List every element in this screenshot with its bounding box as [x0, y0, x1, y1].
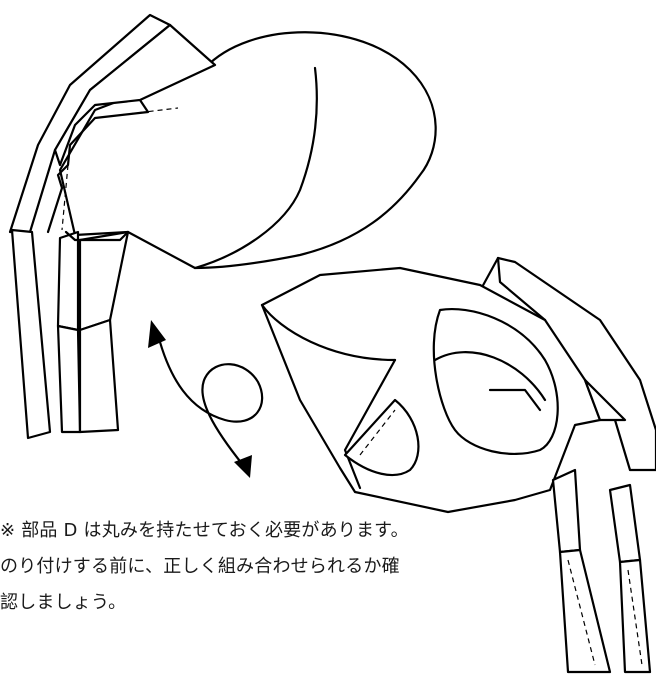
caption-line-2: のり付けする前に、正しく組み合わせられるか確 [0, 556, 400, 577]
instruction-caption: ※ 部品 D は丸みを持たせておく必要があります。 のり付けする前に、正しく組み… [0, 513, 540, 621]
part-d-strip-inner [53, 23, 217, 167]
part-d-top [8, 13, 437, 440]
caption-line-3: 認しましょう。 [0, 592, 127, 613]
head-eye-right [432, 308, 559, 455]
part-head-assembled [260, 256, 656, 674]
arrow-head-down [234, 455, 252, 478]
caption-line-1: ※ 部品 D は丸みを持たせておく必要があります。 [0, 520, 409, 541]
part-d-leg-back [78, 230, 130, 332]
part-d-leg-right [56, 230, 80, 332]
head-leg-right [608, 483, 642, 564]
head-fin [583, 378, 627, 422]
arrow-head-up [148, 320, 166, 348]
head-eye-left [343, 398, 420, 477]
part-d-leg-left [10, 228, 52, 440]
rotate-arrow-icon [148, 320, 264, 478]
head-leg-left [551, 468, 582, 554]
